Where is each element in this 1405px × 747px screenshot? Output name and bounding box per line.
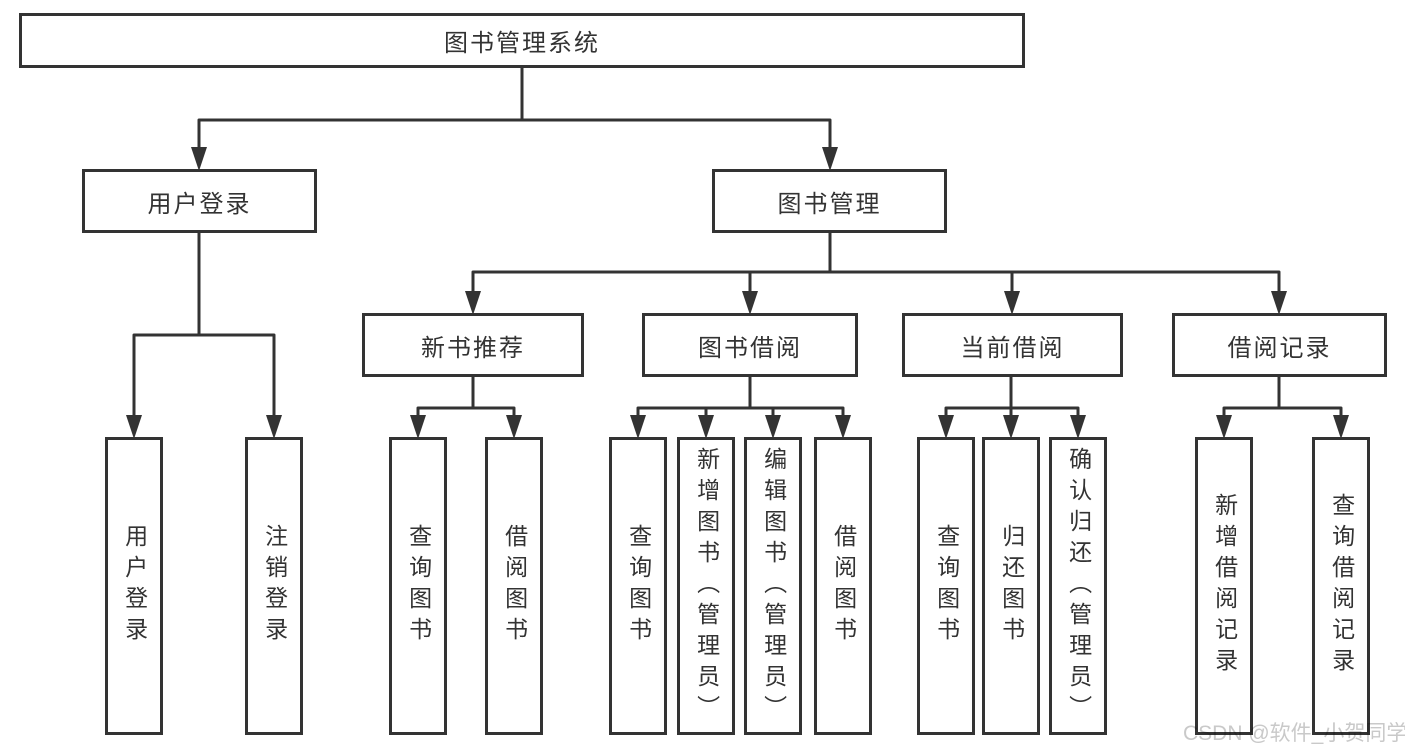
leaf-logout-label: 注销登录 <box>261 524 288 648</box>
csdn-watermark: CSDN @软件_小贺同学 <box>1183 722 1405 745</box>
node-current-borrow: 当前借阅 <box>902 313 1123 377</box>
leaf-query-books-borrow: 查询图书 <box>609 437 667 735</box>
leaf-confirm-return-admin: 确认归还（管理员） <box>1049 437 1107 735</box>
node-book-borrow: 图书借阅 <box>642 313 858 377</box>
node-root: 图书管理系统 <box>19 13 1025 68</box>
leaf-add-books-admin: 新增图书（管理员） <box>677 437 735 735</box>
leaf-return-books-label: 归还图书 <box>998 524 1025 648</box>
leaf-add-books-admin-label: 新增图书（管理员） <box>693 446 720 726</box>
leaf-confirm-return-admin-label: 确认归还（管理员） <box>1065 446 1092 726</box>
node-user-login: 用户登录 <box>82 169 317 233</box>
leaf-user-login-label: 用户登录 <box>121 524 148 648</box>
node-book-management: 图书管理 <box>712 169 947 233</box>
leaf-logout: 注销登录 <box>245 437 303 735</box>
leaf-edit-books-admin-label: 编辑图书（管理员） <box>760 446 787 726</box>
leaf-borrow-books-borrow: 借阅图书 <box>814 437 872 735</box>
leaf-query-books-recommend-label: 查询图书 <box>405 524 432 648</box>
leaf-return-books: 归还图书 <box>982 437 1040 735</box>
leaf-query-books-recommend: 查询图书 <box>389 437 447 735</box>
arrowheads <box>126 147 1349 439</box>
leaf-borrow-books-borrow-label: 借阅图书 <box>830 524 857 648</box>
leaf-add-borrow-record-label: 新增借阅记录 <box>1211 493 1238 679</box>
leaf-query-borrow-record-label: 查询借阅记录 <box>1328 493 1355 679</box>
node-new-book-recommend: 新书推荐 <box>362 313 584 377</box>
leaf-query-books-current: 查询图书 <box>917 437 975 735</box>
leaf-user-login: 用户登录 <box>105 437 163 735</box>
leaf-add-borrow-record: 新增借阅记录 <box>1195 437 1253 735</box>
leaf-query-books-borrow-label: 查询图书 <box>625 524 652 648</box>
leaf-query-books-current-label: 查询图书 <box>933 524 960 648</box>
leaf-borrow-books-recommend-label: 借阅图书 <box>501 524 528 648</box>
leaf-query-borrow-record: 查询借阅记录 <box>1312 437 1370 735</box>
leaf-borrow-books-recommend: 借阅图书 <box>485 437 543 735</box>
node-borrow-records: 借阅记录 <box>1172 313 1387 377</box>
leaf-edit-books-admin: 编辑图书（管理员） <box>744 437 802 735</box>
